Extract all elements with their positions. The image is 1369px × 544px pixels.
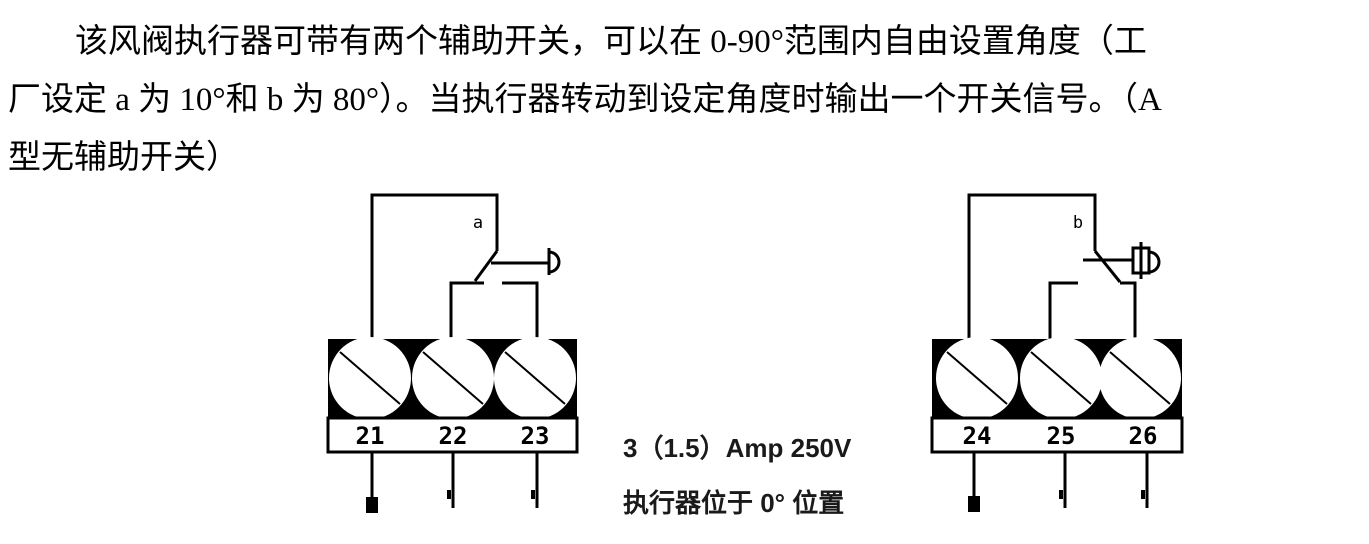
switch-a-circuit <box>370 193 561 339</box>
wire-end-pin-icon <box>1141 490 1145 499</box>
switch-rating-caption: 3（1.5）Amp 250V 执行器位于 0° 位置 <box>623 434 851 517</box>
wire-end-plug-icon <box>968 496 980 512</box>
wire-end-pin-icon <box>531 490 535 499</box>
terminal-number: 24 <box>963 422 992 450</box>
wire-end-pin-icon <box>447 490 451 499</box>
aux-switch-diagram-a: a 21 22 23 <box>326 193 579 513</box>
paragraph-line: 厂设定 a 为 10°和 b 为 80°）。当执行器转动到设定角度时输出一个开关… <box>8 82 1162 118</box>
switch-a-label: a <box>473 213 483 233</box>
terminal-number: 23 <box>521 422 550 450</box>
terminal-number: 22 <box>439 422 468 450</box>
rating-text: 3（1.5）Amp 250V <box>623 433 852 463</box>
lead-wires <box>366 452 539 513</box>
paragraph-line: 该风阀执行器可带有两个辅助开关，可以在 0-90°范围内自由设置角度（工 <box>75 24 1147 60</box>
switch-b-circuit <box>967 193 1161 339</box>
intro-paragraph: 该风阀执行器可带有两个辅助开关，可以在 0-90°范围内自由设置角度（工 厂设定… <box>8 13 1364 187</box>
screw-terminal-icon <box>494 337 576 419</box>
screw-terminal-icon <box>1099 337 1181 419</box>
terminal-number: 26 <box>1129 422 1158 450</box>
screw-terminal-icon <box>936 337 1018 419</box>
contact-wire-right <box>1120 281 1137 339</box>
terminal-number: 25 <box>1047 422 1076 450</box>
wire-end-pin-icon <box>1059 490 1063 499</box>
contact-wire-left <box>449 281 484 339</box>
common-wire <box>967 193 1097 339</box>
terminal-block: 21 22 23 <box>326 337 579 454</box>
contact-wire-left <box>1048 281 1078 339</box>
terminal-number: 21 <box>356 422 385 450</box>
switch-b-label: b <box>1073 213 1083 233</box>
switch-arm <box>473 250 499 282</box>
aux-switch-diagram-b: b 24 25 26 <box>930 193 1184 512</box>
switch-arm <box>1093 250 1122 283</box>
screw-terminal-icon <box>412 337 494 419</box>
common-wire <box>370 193 499 339</box>
paragraph-line: 型无辅助开关） <box>8 140 239 176</box>
terminal-block: 24 25 26 <box>930 337 1184 454</box>
lead-wires <box>968 452 1149 512</box>
contact-wire-right <box>502 281 539 339</box>
screw-terminal-icon <box>329 337 411 419</box>
screw-terminal-icon <box>1020 337 1102 419</box>
wire-end-plug-icon <box>366 497 378 513</box>
terminal-label-strip <box>930 416 1184 454</box>
plunger-icon <box>547 248 561 275</box>
plunger-pressed-icon <box>1131 242 1161 279</box>
position-text: 执行器位于 0° 位置 <box>623 488 845 518</box>
